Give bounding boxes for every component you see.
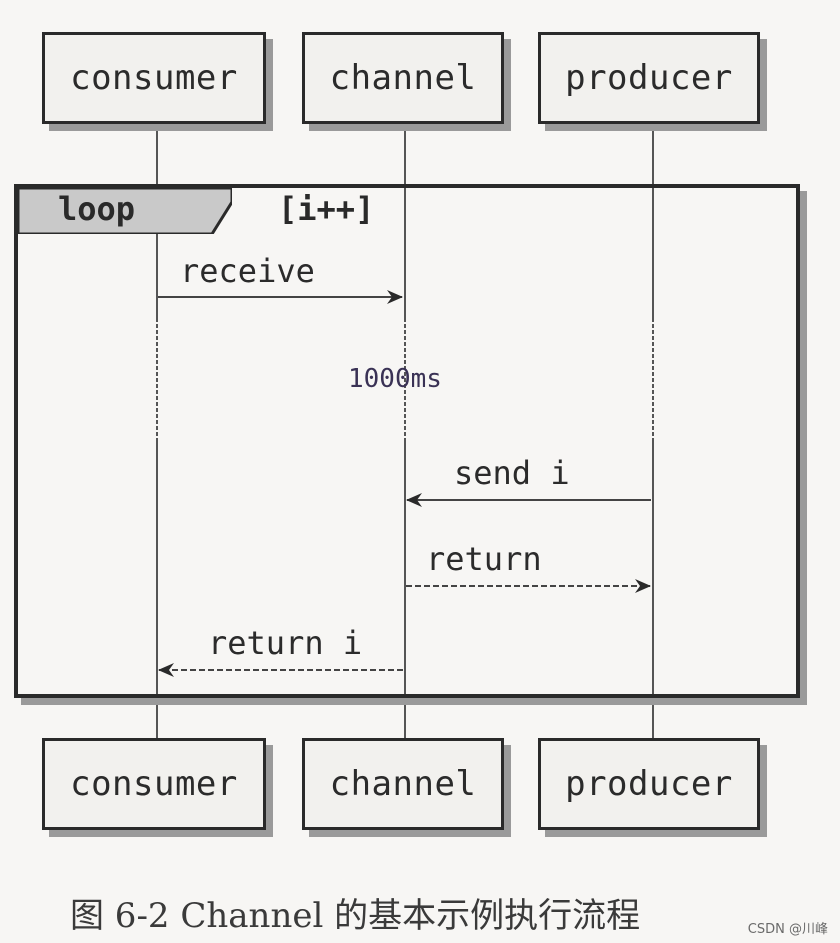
participant-producer-label: producer — [565, 58, 733, 98]
figure-caption: 图 6-2 Channel 的基本示例执行流程 — [70, 896, 641, 936]
participant-producer-label: producer — [565, 764, 733, 804]
participant-producer-top: producer — [538, 32, 760, 124]
receive-label: receive — [180, 252, 315, 290]
watermark: CSDN @川峰 — [747, 922, 828, 937]
participant-consumer-bottom: consumer — [42, 738, 266, 830]
return-label: return — [426, 540, 542, 578]
loop-guard: [i++] — [278, 190, 375, 228]
participant-channel-label: channel — [329, 58, 477, 98]
delay-label: 1000ms — [348, 364, 442, 394]
loop-label: loop — [58, 190, 136, 228]
participant-producer-bottom: producer — [538, 738, 760, 830]
participant-channel-bottom: channel — [302, 738, 504, 830]
participant-consumer-top: consumer — [42, 32, 266, 124]
return-i-label: return i — [208, 624, 363, 662]
participant-consumer-label: consumer — [70, 764, 238, 804]
loop-frame — [14, 184, 800, 698]
participant-channel-label: channel — [329, 764, 477, 804]
participant-consumer-label: consumer — [70, 58, 238, 98]
participant-channel-top: channel — [302, 32, 504, 124]
loop-tab — [18, 188, 232, 234]
send-i-label: send i — [454, 454, 570, 492]
